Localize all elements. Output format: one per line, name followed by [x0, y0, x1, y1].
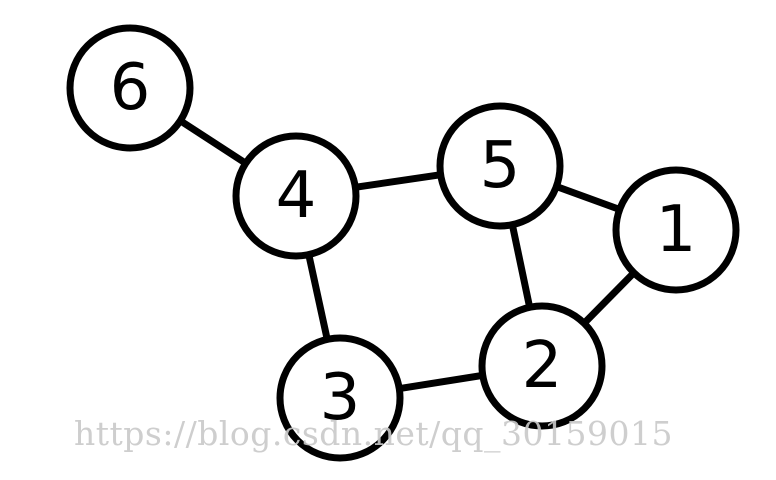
node-6: 6 [66, 24, 194, 152]
node-3: 3 [276, 334, 404, 462]
node-label: 5 [480, 129, 521, 203]
nodes-layer: 6 4 5 1 2 3 [66, 24, 740, 462]
node-label: 6 [110, 51, 151, 125]
node-circle [276, 334, 404, 462]
node-4: 4 [232, 132, 360, 260]
node-2: 2 [478, 302, 606, 430]
node-circle [478, 302, 606, 430]
node-label: 3 [320, 361, 361, 435]
watermark-text: https://blog.csdn.net/qq_30159015 [74, 414, 674, 453]
node-circle [66, 24, 194, 152]
node-5: 5 [436, 102, 564, 230]
node-label: 4 [276, 159, 317, 233]
node-1: 1 [612, 166, 740, 294]
node-label: 2 [522, 329, 563, 403]
node-circle [612, 166, 740, 294]
node-circle [232, 132, 360, 260]
node-label: 1 [656, 193, 697, 267]
node-circle [436, 102, 564, 230]
